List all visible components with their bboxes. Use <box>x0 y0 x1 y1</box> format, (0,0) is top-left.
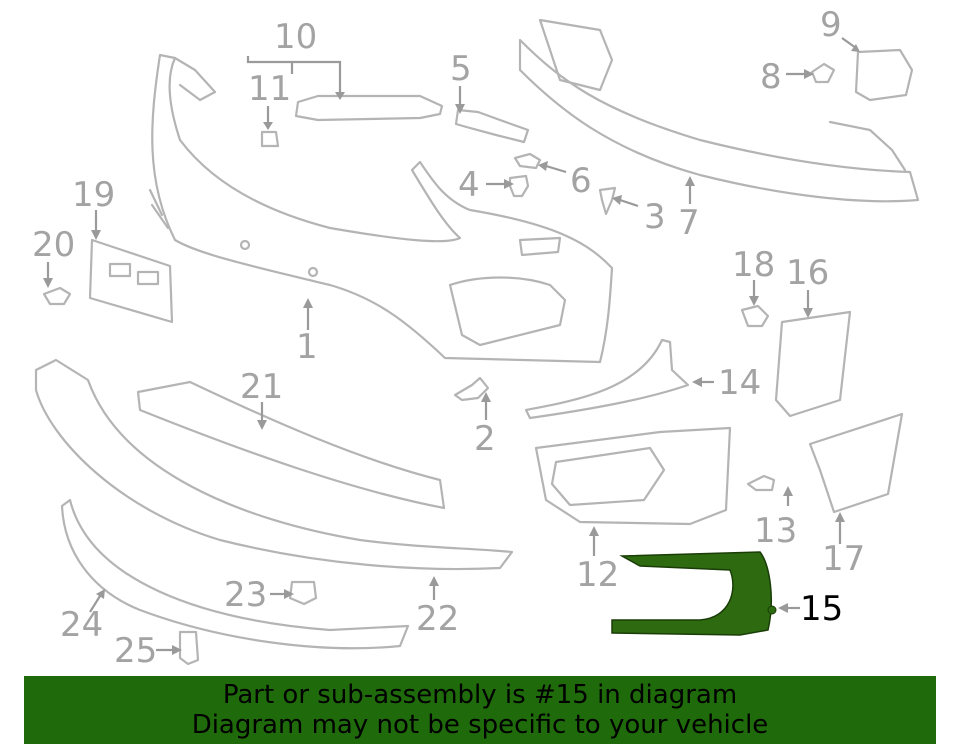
part-2-bolt <box>453 376 490 402</box>
part-14-molding <box>524 338 690 420</box>
part-21-lower-grille <box>136 380 446 510</box>
part-24-lower-strip <box>60 498 410 650</box>
part-4-clip <box>508 174 530 198</box>
callout-11: 11 <box>248 69 291 109</box>
callout-2: 2 <box>474 419 496 459</box>
callout-4: 4 <box>458 165 480 205</box>
callout-9: 9 <box>820 5 842 45</box>
part-25-clip <box>178 630 200 666</box>
part-5-bracket <box>454 108 530 144</box>
callout-10: 10 <box>274 17 317 57</box>
callout-7: 7 <box>678 203 700 243</box>
callout-1: 1 <box>296 327 318 367</box>
callout-5: 5 <box>450 49 472 89</box>
part-10-upper-grille <box>294 94 444 122</box>
part-13-screw <box>746 474 776 492</box>
banner-line-disclaimer: Diagram may not be specific to your vehi… <box>191 710 769 740</box>
part-1-bumper-cover <box>148 53 614 364</box>
part-18-clip <box>740 304 770 328</box>
banner-line-part: Part or sub-assembly is #15 in diagram <box>222 680 738 710</box>
part-23-clip <box>288 580 318 606</box>
callout-22: 22 <box>416 599 459 639</box>
callout-12: 12 <box>576 555 619 595</box>
part-15-bezel-trim <box>611 551 777 636</box>
callout-21: 21 <box>240 367 283 407</box>
part-3-screw <box>598 186 617 216</box>
callout-labels: 1 2 3 4 5 6 7 8 9 10 11 12 13 14 15 16 1… <box>32 5 865 671</box>
callout-25: 25 <box>114 631 157 671</box>
callout-16: 16 <box>786 253 829 293</box>
part-16-bracket <box>774 310 852 418</box>
callout-23: 23 <box>224 575 267 615</box>
part-19-license-bracket <box>88 238 174 324</box>
part-20-screw <box>42 286 72 306</box>
callout-15: 15 <box>800 589 843 629</box>
part-12-grille-insert <box>534 426 732 526</box>
callout-19: 19 <box>72 175 115 215</box>
info-banner: Part or sub-assembly is #15 in diagram D… <box>24 676 936 744</box>
callout-20: 20 <box>32 225 75 265</box>
callout-17: 17 <box>822 539 865 579</box>
callout-8: 8 <box>760 57 782 97</box>
part-17-bracket <box>808 412 904 514</box>
callout-24: 24 <box>60 605 103 645</box>
callout-14: 14 <box>718 363 761 403</box>
part-6-bolt <box>513 152 542 170</box>
part-7-reinforcement-beam <box>518 18 920 203</box>
callout-3: 3 <box>644 197 666 237</box>
part-8-bolt <box>810 62 836 84</box>
callout-6: 6 <box>570 161 592 201</box>
callout-18: 18 <box>732 245 775 285</box>
part-11-clip <box>260 130 280 148</box>
part-22-lower-cover <box>34 358 514 571</box>
leader-lines <box>43 37 860 655</box>
callout-13: 13 <box>754 511 797 551</box>
part-9-bracket <box>854 48 914 102</box>
